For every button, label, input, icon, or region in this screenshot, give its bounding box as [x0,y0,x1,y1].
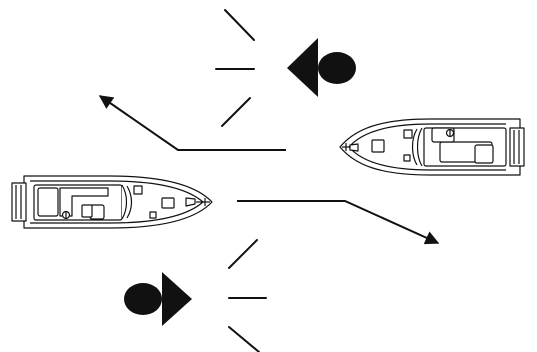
vessel-right [339,118,525,176]
sound-line [228,239,258,269]
path-lower [237,200,440,245]
horn-sound-icon [124,272,192,326]
horn-sound-icon [287,38,356,97]
vessel-left [11,175,213,229]
motorboat-icon [339,118,525,176]
signal-upper [215,9,356,127]
motorboat-icon [11,175,213,229]
path-upper [98,95,286,151]
arrow-icon [237,200,440,245]
arrow-icon [98,95,286,151]
signal-lower [124,239,267,352]
sound-line [228,326,260,352]
sound-lines-upper [215,9,255,127]
sound-lines-lower [228,239,267,352]
sound-line [221,97,251,127]
sound-line [224,9,255,41]
